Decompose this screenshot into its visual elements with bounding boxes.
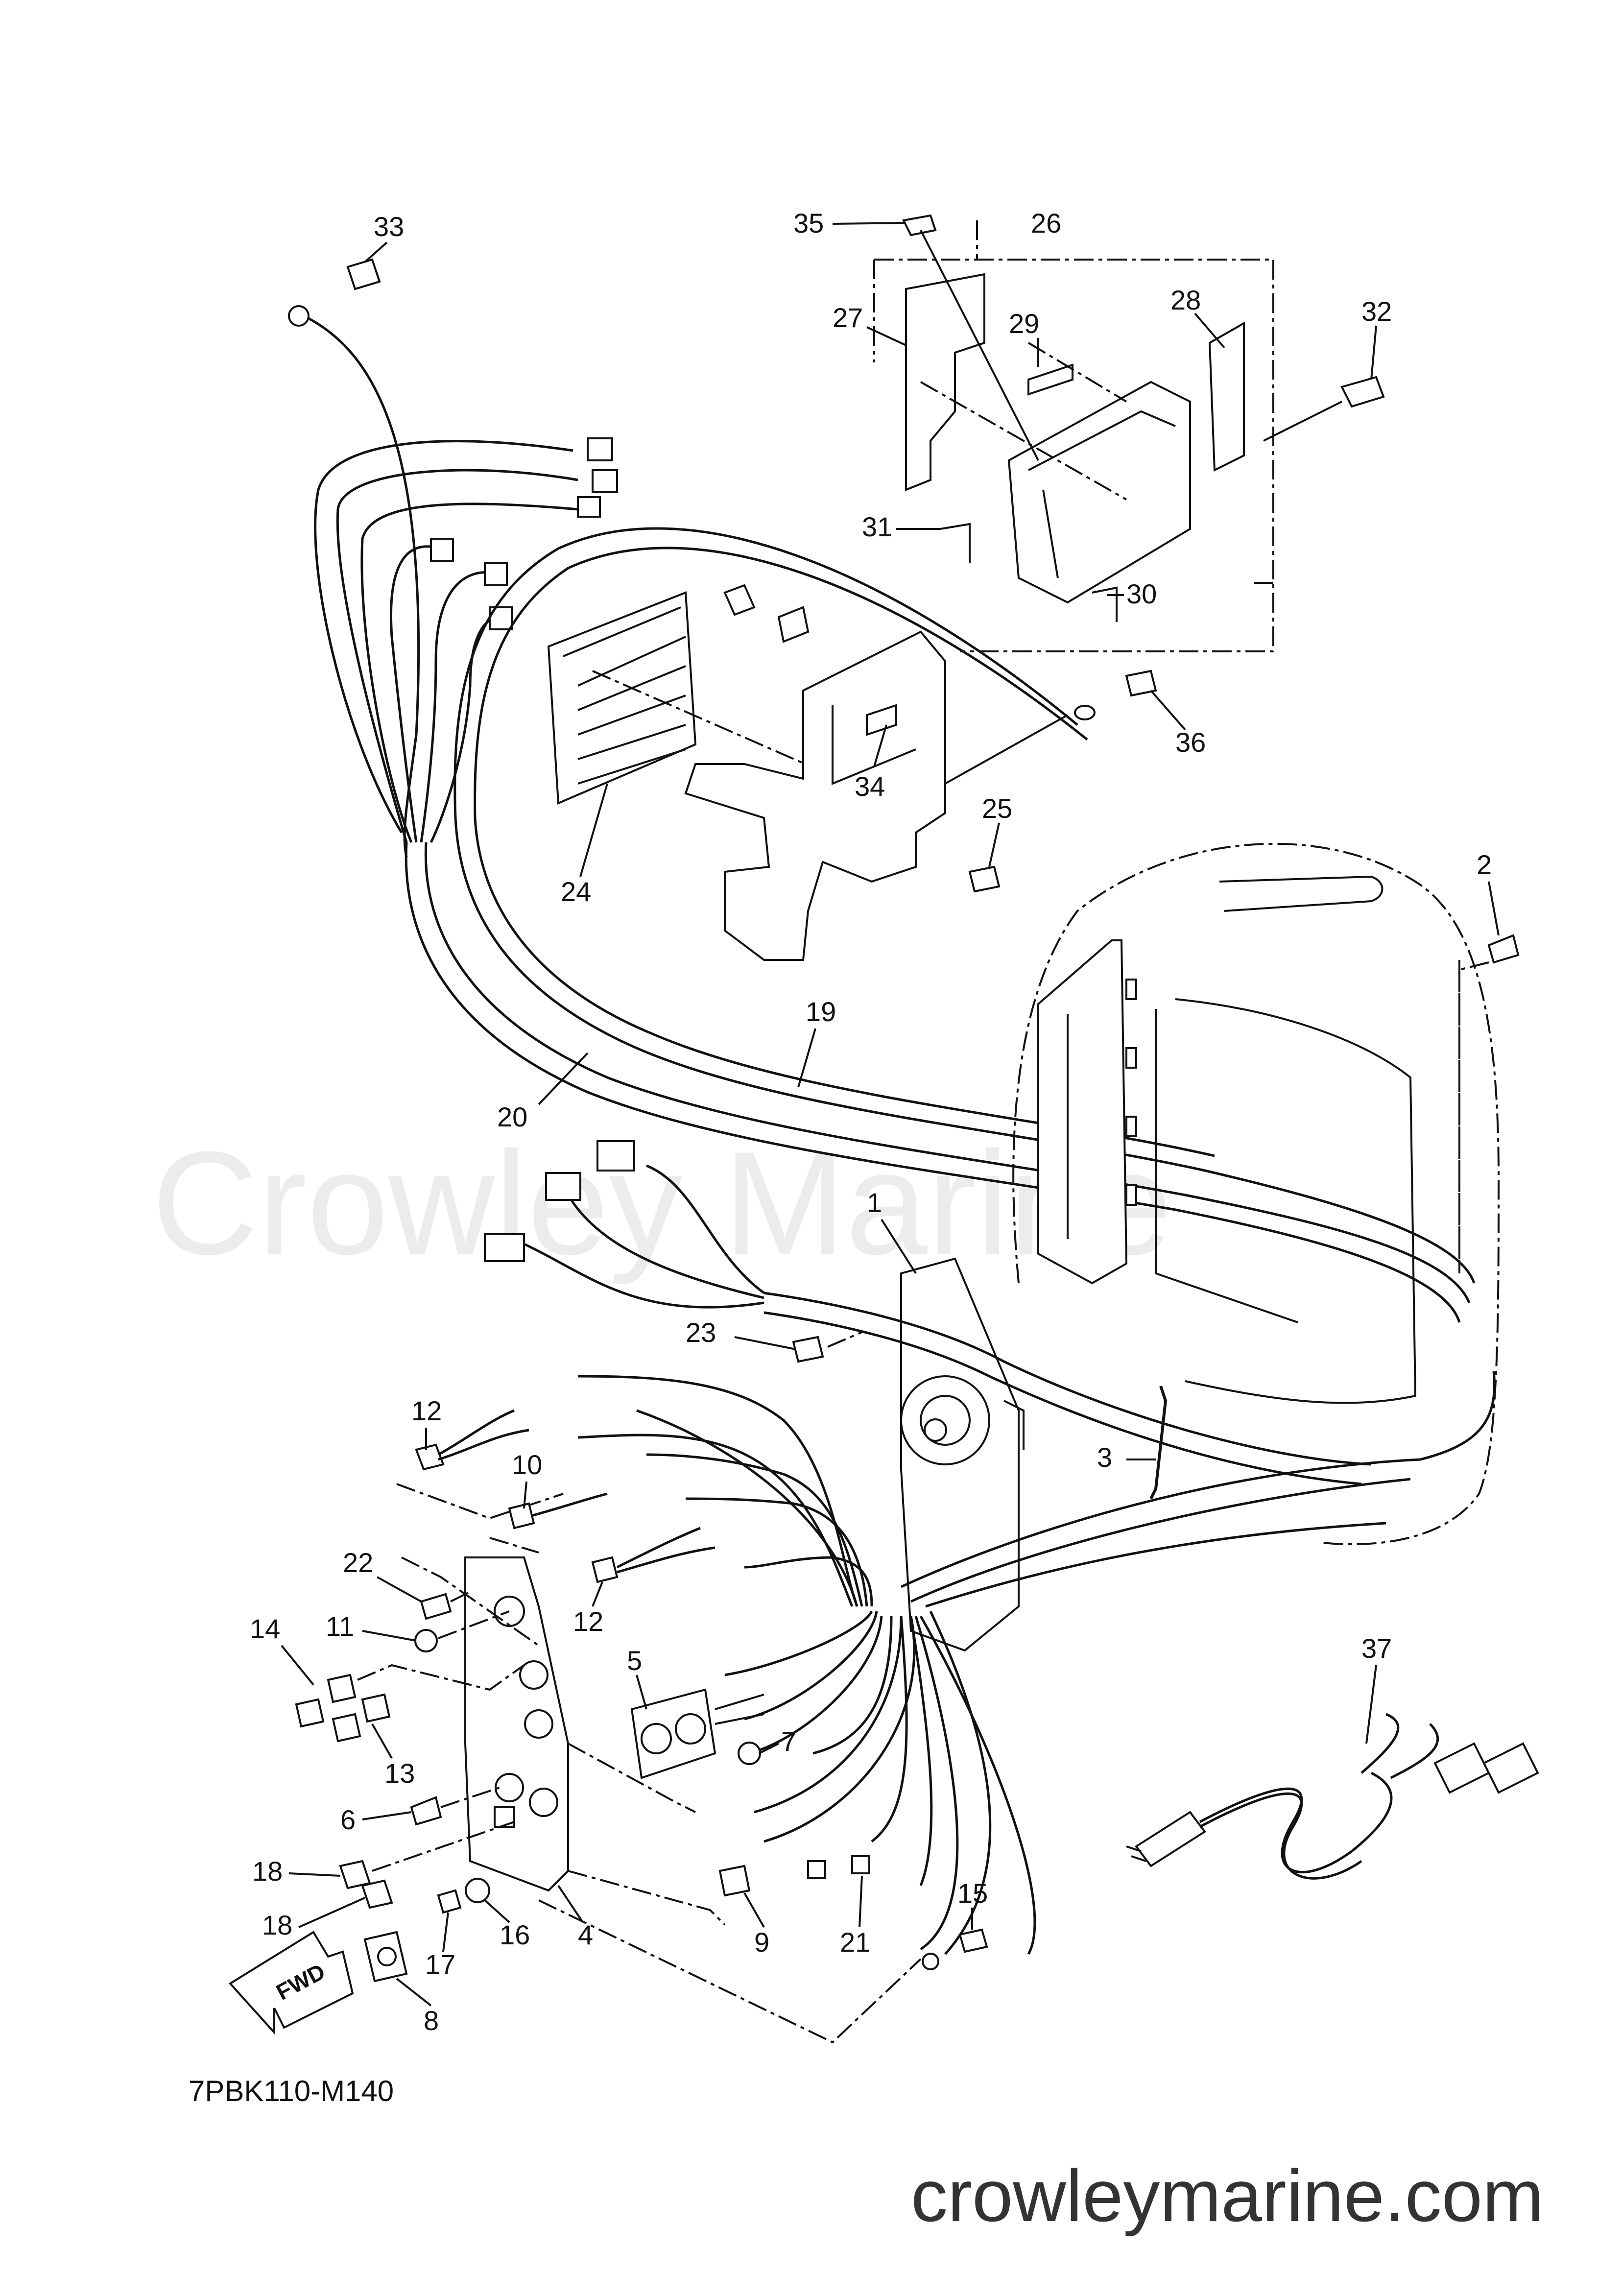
callout-27: 27 [833,302,863,333]
cable-tie-3 [1149,1386,1168,1500]
callout-21: 21 [840,1927,870,1958]
bolt-25 [968,865,1001,893]
callout-5: 5 [627,1645,642,1676]
callout-33: 33 [374,211,404,242]
callout-9: 9 [754,1927,769,1958]
callout-32: 32 [1361,296,1392,327]
callout-22: 22 [343,1547,373,1578]
callout-35: 35 [793,208,824,239]
receptacle-5 [630,1688,764,1779]
callout-6: 6 [340,1804,356,1835]
callout-25: 25 [982,793,1012,824]
callout-18a: 18 [252,1856,283,1887]
connectors-21 [807,1855,870,1879]
ground-33 [288,258,381,327]
connector [484,1233,525,1262]
screw-2 [1458,934,1520,1268]
connector [545,1172,581,1201]
switch [777,606,810,643]
pad-29 [1027,363,1073,396]
clip-31 [940,523,971,563]
callout-7: 7 [781,1726,796,1757]
clip-34 [866,704,897,736]
callout-34: 34 [855,771,885,802]
bracket-cover-group [873,220,1274,652]
screw-36 [1074,670,1157,720]
screw-35 [902,214,1039,461]
callout-8: 8 [424,2005,439,2036]
callout-23: 23 [686,1317,716,1348]
power-cord-37 [1126,1713,1539,1880]
nut-7 [738,1742,761,1765]
watermark: Crowley Marine [152,1121,1172,1286]
callout-15: 15 [957,1878,988,1909]
breaker-8 [363,1931,408,1983]
connector [430,538,454,562]
connector [587,437,613,461]
plate-28 [1208,321,1245,472]
callout-14: 14 [250,1613,280,1644]
screw-32 [1263,376,1385,442]
housing [1007,381,1191,604]
switch-panel-4 [401,1556,922,2044]
nut-11 [414,1610,510,1652]
screw-15 [922,1928,988,1970]
callout-11: 11 [326,1611,354,1642]
bracket [684,584,1068,961]
upper-harness [308,317,618,858]
panel-1 [900,1257,1025,1652]
bolt [723,584,756,616]
connector [596,1140,635,1172]
callout-10: 10 [512,1449,542,1480]
callout-17: 17 [425,1949,455,1980]
fuse-holders-18 [339,1821,515,1909]
callout-3: 3 [1097,1442,1112,1473]
screw-22 [420,1591,471,1620]
callout-24: 24 [561,876,591,907]
nut-16 [465,1878,490,1903]
callout-12b: 12 [573,1606,603,1637]
callout-18b: 18 [262,1910,292,1940]
switch-9 [718,1865,751,1897]
controller-24 [547,591,828,805]
fwd-arrow: FWD [228,1931,354,2035]
callout-31: 31 [862,511,892,542]
callouts: 33 35 26 27 29 28 32 31 30 36 34 25 24 2… [250,208,1500,2036]
cable-loop-19-20 [405,527,1476,1323]
bolt-6 [410,1787,500,1826]
callout-2: 2 [1477,849,1492,880]
part-10 [489,1492,608,1554]
switches-13-14 [295,1664,525,1743]
callout-26: 26 [1031,208,1061,239]
part-12-upper [396,1409,564,1520]
connector [592,469,618,493]
connector [484,562,508,586]
callout-4: 4 [578,1919,593,1950]
callout-16: 16 [500,1919,530,1950]
washer-17 [437,1889,462,1914]
callout-37: 37 [1361,1633,1392,1664]
callout-13: 13 [384,1758,415,1789]
callout-28: 28 [1170,285,1201,315]
callout-29: 29 [1009,308,1039,339]
lower-harness [484,1140,1496,1955]
cowling [1012,842,1500,1546]
callout-20: 20 [497,1101,527,1132]
part-12-lower [591,1527,716,1583]
site-url: crowleymarine.com [911,2154,1544,2237]
callout-19: 19 [806,996,836,1027]
clip-30 [1092,586,1118,622]
connector [577,496,601,518]
callout-1: 1 [867,1187,882,1218]
diagram-code: 7PBK110-M140 [189,2075,394,2107]
plate-27 [905,273,985,491]
callout-12a: 12 [411,1395,442,1426]
screw-23 [792,1331,862,1363]
callout-30: 30 [1126,578,1157,609]
callout-36: 36 [1175,727,1206,758]
